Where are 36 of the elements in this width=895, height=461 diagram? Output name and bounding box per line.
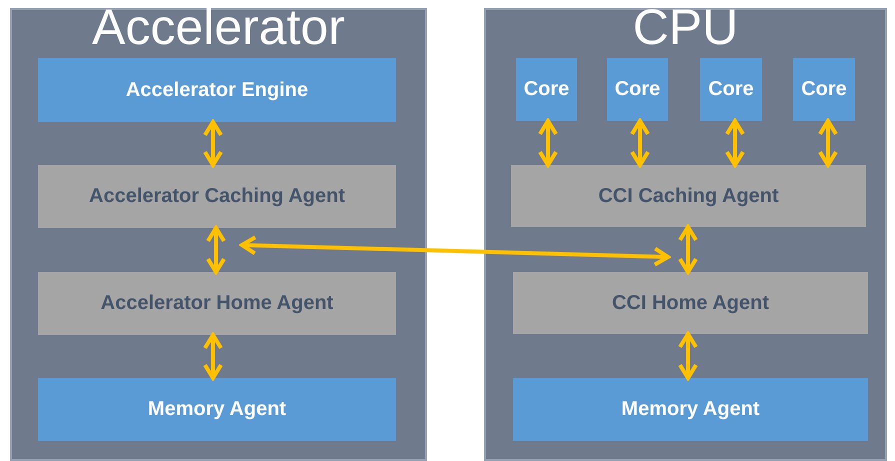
box-label: Core bbox=[524, 78, 570, 101]
box-label: Core bbox=[801, 78, 847, 101]
component-box bbox=[513, 378, 868, 441]
box-label: Accelerator Home Agent bbox=[100, 292, 334, 315]
box-label: Memory Agent bbox=[148, 398, 286, 421]
box-label: CCI Caching Agent bbox=[598, 184, 779, 208]
box-label: Accelerator Engine bbox=[126, 78, 308, 102]
agent-box bbox=[513, 272, 868, 334]
double-arrow bbox=[240, 235, 670, 267]
double-arrow bbox=[538, 119, 558, 167]
component-box bbox=[38, 58, 396, 122]
panel bbox=[10, 8, 427, 461]
box-label: Core bbox=[708, 78, 754, 101]
double-arrow bbox=[725, 119, 745, 167]
agent-box bbox=[38, 165, 396, 228]
box-label: Accelerator Caching Agent bbox=[89, 185, 345, 208]
component-box bbox=[793, 58, 855, 121]
panel-title: Accelerator bbox=[91, 0, 346, 56]
box-label: Memory Agent bbox=[621, 398, 760, 421]
agent-box bbox=[511, 165, 866, 227]
agent-box bbox=[38, 272, 396, 335]
double-arrow bbox=[630, 119, 650, 167]
component-box bbox=[516, 58, 577, 121]
double-arrow bbox=[203, 333, 223, 380]
component-box bbox=[607, 58, 668, 121]
box-label: Core bbox=[614, 78, 660, 101]
component-box bbox=[38, 378, 396, 441]
double-arrow bbox=[818, 119, 838, 167]
panel-title: CPU bbox=[632, 0, 740, 56]
double-arrow bbox=[678, 332, 698, 380]
component-box bbox=[700, 58, 762, 121]
double-arrow bbox=[206, 226, 226, 274]
double-arrow bbox=[678, 225, 698, 274]
double-arrow bbox=[203, 120, 223, 167]
box-label: CCI Home Agent bbox=[612, 292, 770, 314]
panel bbox=[484, 8, 887, 461]
